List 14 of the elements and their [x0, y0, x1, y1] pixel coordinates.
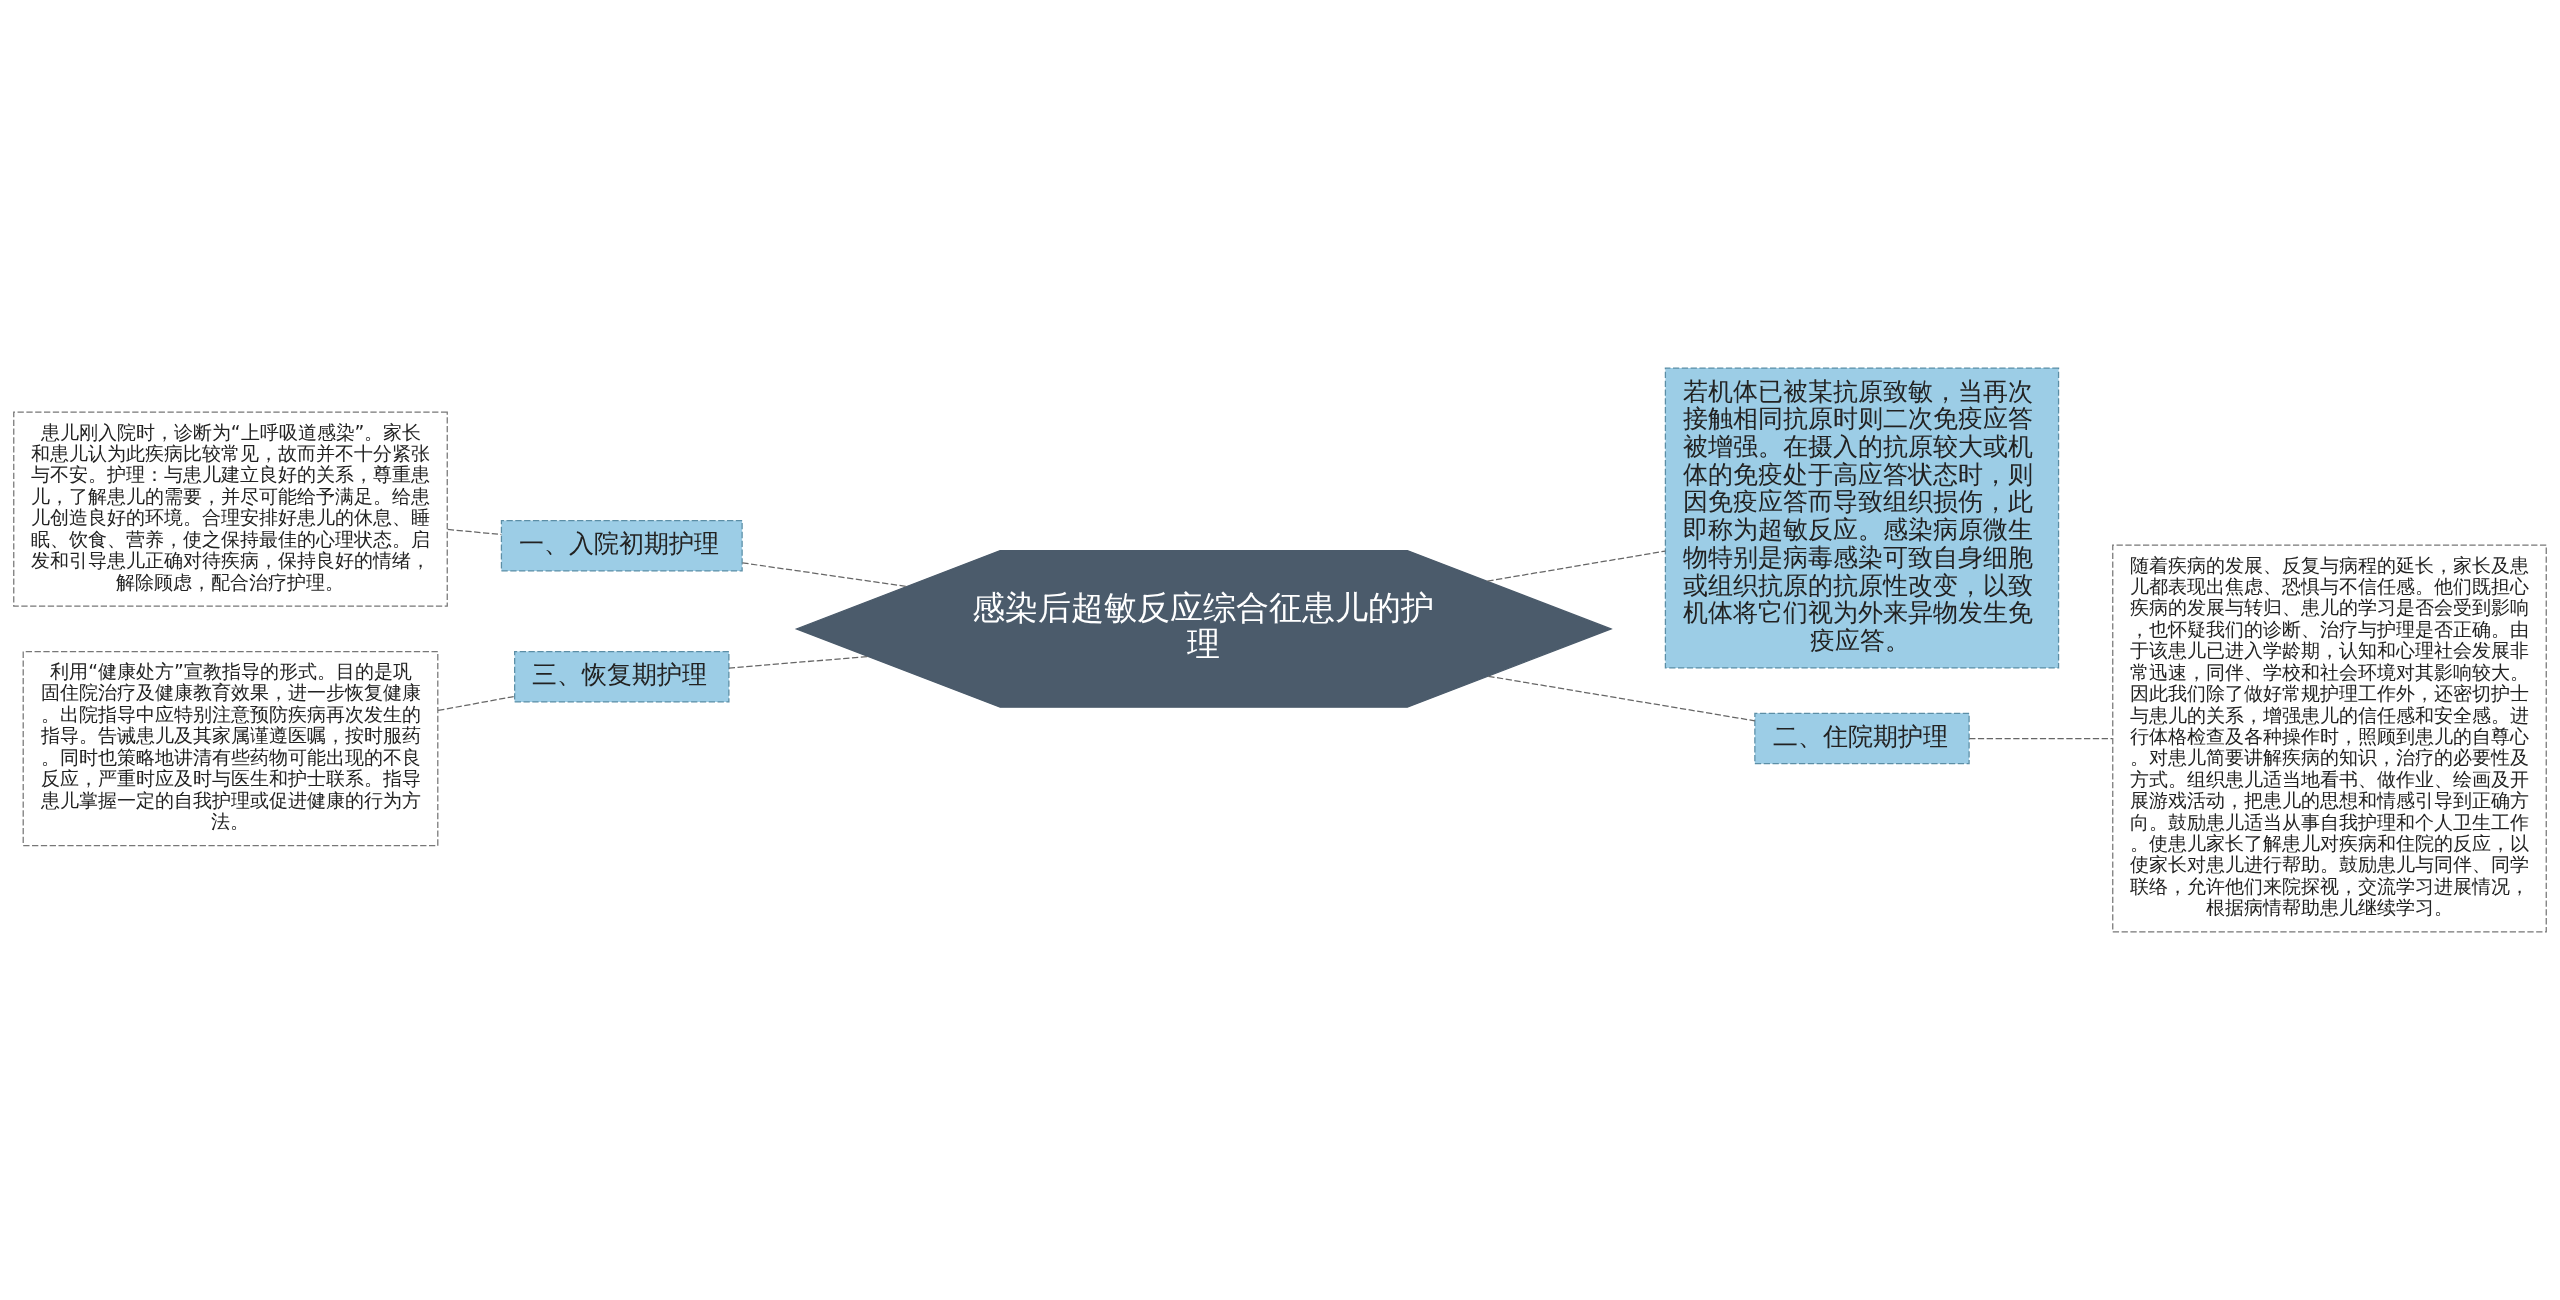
- node-box: 利用“健康处方”宣教指导的形式。目的是巩固住院治疗及健康教育效果，进一步恢复健康。出院指导中应特别注意预防疾病再次发生的指导。告诫患儿及其家属谨遵医嘱，按时服药。同时也策略地讲清有些药物可能出现的不良反应，严重时应及时与医生和护士联系。指导患儿掌握一定的自我护理或促进健康的行为方法。: [22, 650, 439, 847]
- connector: [447, 528, 502, 536]
- node-box: 若机体已被某抗原致敏，当再次接触相同抗原时则二次免疫应答被增强。在摄入的抗原较大或机体的免疫处于高应答状态时，则因免疫应答而导致组织损伤，此即称为超敏反应。感染病原微生物特别是病毒感染可致自身细胞或组织抗原的抗原性改变，以致机体将它们视为外来异物发生免疫应答。: [1664, 367, 2060, 669]
- connector: [1486, 550, 1666, 582]
- connector: [741, 562, 908, 588]
- connector: [728, 655, 869, 669]
- node-box: 患儿刚入院时，诊断为“上呼吸道感染”。家长和患儿认为此疾病比较常见，故而并不十分紧张与不安。护理：与患儿建立良好的关系，尊重患儿，了解患儿的需要，并尽可能给予满足。给患儿创造良好的环境。合理安排好患儿的休息、睡眠、饮食、营养，使之保持最佳的心理状态。启发和引导患儿正确对待疾病，保持良好的情绪，解除顾虑，配合治疗护理。: [13, 411, 448, 607]
- node-box: 随着疾病的发展、反复与病程的延长，家长及患儿都表现出焦虑、恐惧与不信任感。他们既担心疾病的发展与转归、患儿的学习是否会受到影响，也怀疑我们的诊断、治疗与护理是否正确。由于该患儿已进入学龄期，认知和心理社会发展非常迅速，同伴、学校和社会环境对其影响较大。因此我们除了做好常规护理工作外，还密切护士与患儿的关系，增强患儿的信任感和安全感。进行体格检查及各种操作时，照顾到患儿的自尊心。对患儿简要讲解疾病的知识，治疗的必要性及方式。组织患儿适当地看书、做作业、绘画及开展游戏活动，把患儿的思想和情感引导到正确方向。鼓励患儿适当从事自我护理和个人卫生工作。使患儿家长了解患儿对疾病和住院的反应，以使家长对患儿进行帮助。鼓励患儿与同伴、同学联络，允许他们来院探视，交流学习进展情况，根据病情帮助患儿继续学习。: [2112, 544, 2547, 933]
- connector: [1487, 675, 1756, 722]
- node-box: 二、住院期护理: [1754, 712, 1970, 765]
- connector: [437, 695, 515, 712]
- node-box: 三、恢复期护理: [514, 650, 730, 703]
- connector: [1968, 737, 2114, 740]
- node-box: 一、入院初期护理: [500, 519, 743, 572]
